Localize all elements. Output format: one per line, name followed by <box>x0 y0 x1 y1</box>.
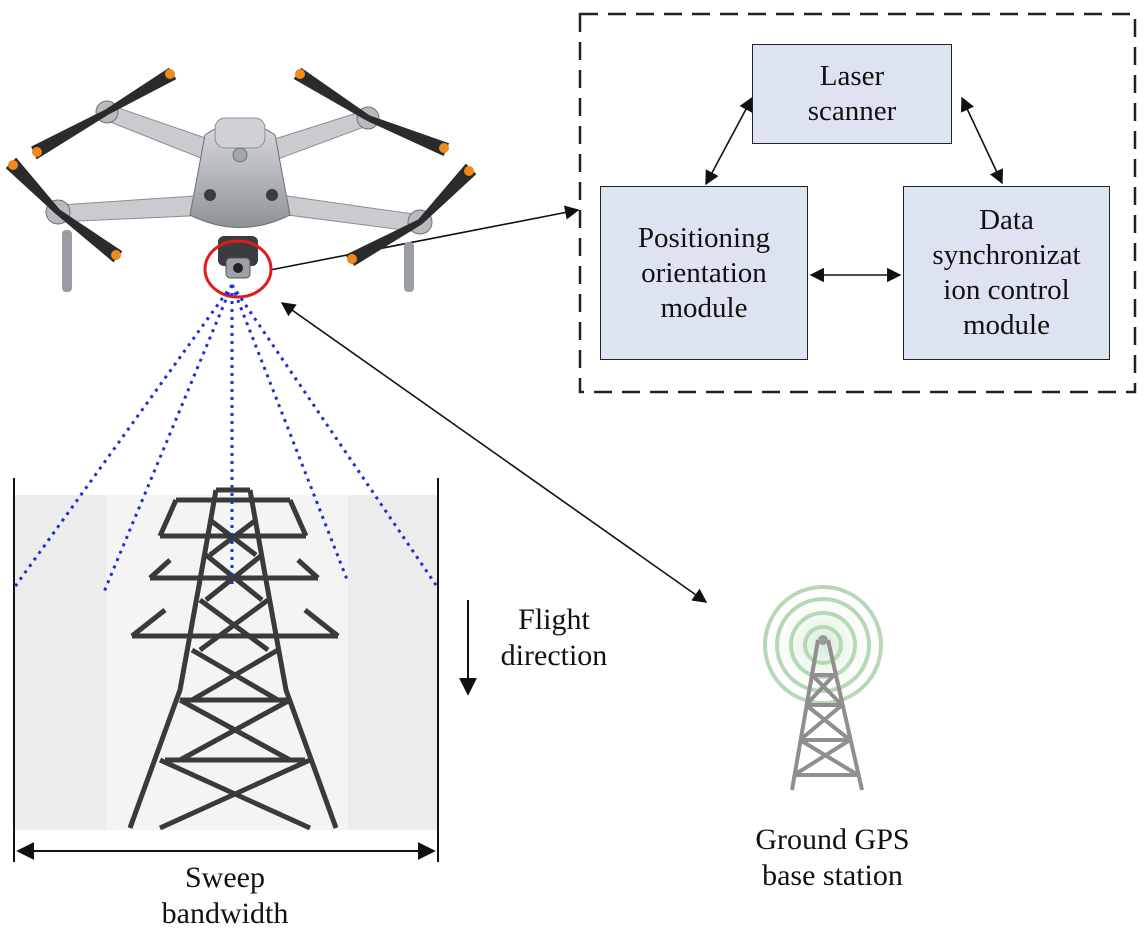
sweep-bandwidth-label: Sweep bandwidth <box>161 861 289 930</box>
system-enclosure <box>578 12 1137 394</box>
data-sync-module-box: Data synchronizat ion control module <box>903 186 1110 360</box>
laser-scan-lines <box>12 284 440 593</box>
data-sync-module-label: Data synchronizat ion control module <box>932 204 1081 341</box>
laser-scanner-label: Laser scanner <box>807 60 897 127</box>
arrow-drone-gps <box>280 302 708 603</box>
arrow-sensor-to-system <box>269 205 580 271</box>
arrow-laser-positioning <box>705 96 753 186</box>
ground-gps-label: Ground GPS base station <box>755 823 910 892</box>
positioning-module-box: Positioning orientation module <box>600 186 808 360</box>
tower-scan-scene <box>13 478 439 862</box>
laser-scanner-box: Laser scanner <box>752 44 952 144</box>
gps-station-icon <box>763 585 883 791</box>
positioning-module-label: Positioning orientation module <box>637 221 771 324</box>
flight-direction-label: Flight direction <box>500 603 608 672</box>
drone-image <box>5 67 477 292</box>
arrow-laser-sync <box>961 96 1003 185</box>
sensor-highlight-circle <box>203 239 273 299</box>
